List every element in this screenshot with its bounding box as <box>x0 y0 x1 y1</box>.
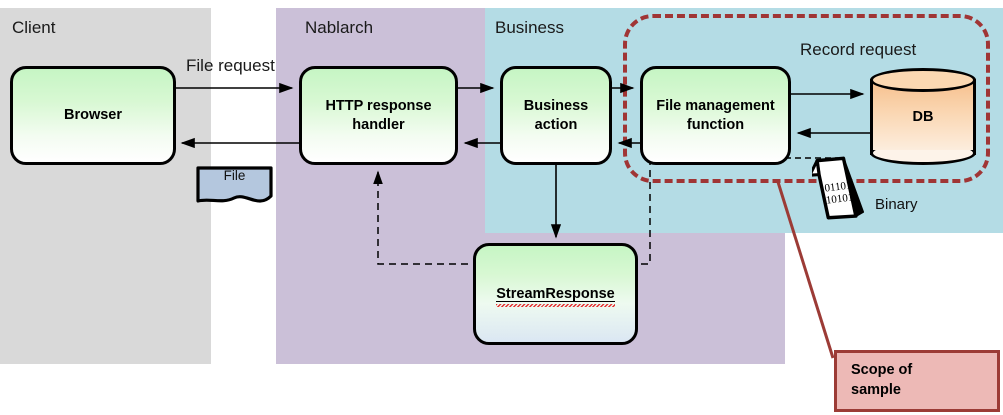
business-action-line2: action <box>534 116 578 133</box>
node-business-action-label: Business action <box>524 97 588 133</box>
file-management-line2: function <box>686 116 745 133</box>
node-stream-response-label: StreamResponse <box>496 285 616 308</box>
http-handler-line2: handler <box>352 116 405 133</box>
node-business-action[interactable]: Business action <box>500 66 612 165</box>
node-file-management-function[interactable]: File management function <box>640 66 791 165</box>
callout-scope-of-sample: Scope of sample <box>834 350 1000 412</box>
business-action-line1: Business <box>523 98 589 115</box>
database-cylinder-top <box>870 68 976 92</box>
http-handler-line1: HTTP response <box>325 98 432 115</box>
binary-file-icon: 01101 10101 <box>808 152 865 228</box>
zone-label-client: Client <box>12 18 56 37</box>
label-file-request: File request <box>186 56 275 75</box>
callout-line1: Scope of <box>851 362 913 379</box>
callout-scope-of-sample-text: Scope of sample <box>851 361 912 400</box>
node-file-document-label: File <box>223 168 246 183</box>
file-document-icon <box>196 166 273 203</box>
label-record-request: Record request <box>800 40 917 59</box>
node-database[interactable]: DB <box>870 68 976 165</box>
node-browser[interactable]: Browser <box>10 66 176 165</box>
node-browser-label: Browser <box>63 107 123 124</box>
file-management-line1: File management <box>656 98 775 115</box>
callout-line2: sample <box>851 382 901 398</box>
node-database-label: DB <box>912 108 934 125</box>
node-file-document[interactable]: File <box>196 166 273 206</box>
label-binary: Binary <box>875 196 918 213</box>
scope-boundary-dashed <box>623 14 990 183</box>
binary-digits-line2: 10101 <box>825 191 854 206</box>
node-http-response-handler-label: HTTP response handler <box>325 97 431 133</box>
node-http-response-handler[interactable]: HTTP response handler <box>299 66 458 165</box>
callout-leader-line <box>776 181 835 359</box>
zone-label-business: Business <box>495 18 564 37</box>
node-file-management-function-label: File management function <box>656 97 774 133</box>
binary-digits-line1: 01101 <box>824 179 852 194</box>
node-stream-response[interactable]: StreamResponse <box>473 243 638 345</box>
zone-label-nablarch: Nablarch <box>305 18 374 37</box>
binary-file-icon-glyph: 01101 10101 <box>808 156 865 220</box>
